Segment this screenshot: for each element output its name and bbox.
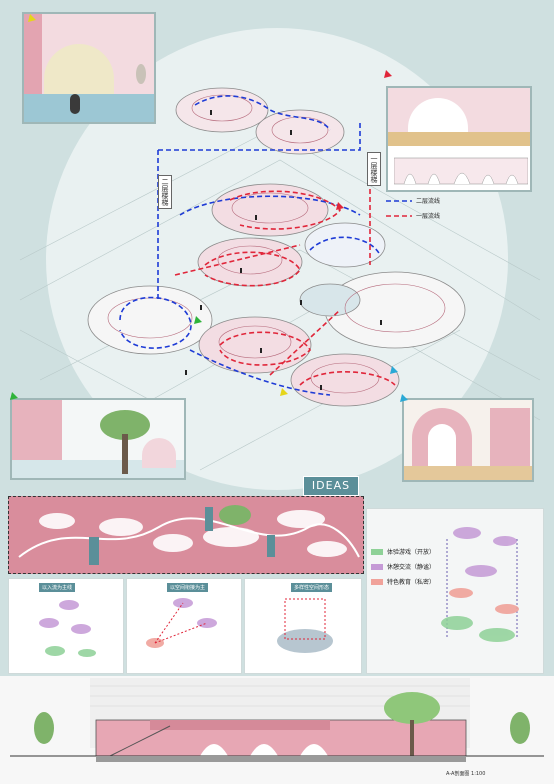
- legend-rest: 休憩交流（静谧）: [371, 562, 435, 571]
- axonometric-plan: [19, 87, 541, 471]
- route-legend: 二层流线 一层流线: [386, 196, 440, 226]
- diagram-2-title: 以空间衔接为主: [167, 583, 209, 592]
- function-legend: 体验游戏（开放） 休憩交流（静谧） 特色教育（私密）: [371, 547, 435, 592]
- legend-open-text: 体验游戏（开放）: [387, 549, 436, 556]
- render-top-right: [386, 86, 532, 192]
- section-drawing: A-A剖面图 1:100: [0, 676, 554, 784]
- diagram-3-title: 多样性空间形态: [291, 583, 333, 592]
- diagram-3: 多样性空间形态: [244, 578, 362, 674]
- legend-2f-text: 二层流线: [416, 198, 441, 205]
- green-pin-plan-icon: [194, 316, 202, 324]
- diagram-2: 以空间衔接为主: [126, 578, 242, 674]
- yellow-pin-plan-icon: [280, 388, 288, 396]
- yellow-pin-icon: [28, 14, 36, 22]
- render-top-left: [22, 12, 156, 124]
- stair-1f-label: 一层楼梯: [367, 152, 381, 186]
- legend-rest-text: 休憩交流（静谧）: [387, 564, 436, 571]
- concept-strip: [8, 496, 364, 574]
- function-axon: 体验游戏（开放） 休憩交流（静谧） 特色教育（私密）: [366, 508, 544, 674]
- legend-edu: 特色教育（私密）: [371, 577, 435, 586]
- red-pin-plan-icon: [336, 202, 344, 210]
- render-mid-left: [10, 398, 186, 480]
- diagram-1: 以入流为主线: [8, 578, 124, 674]
- location-pins: [10, 14, 408, 402]
- legend-1f: 一层流线: [386, 211, 440, 220]
- stair-2f-label: 二层楼梯: [158, 175, 172, 209]
- legend-open: 体验游戏（开放）: [371, 547, 435, 556]
- render-mid-right: [402, 398, 534, 482]
- red-pin-icon: [384, 70, 392, 78]
- cyan-pin-icon: [400, 394, 408, 402]
- cyan-pin-plan-icon: [390, 366, 398, 374]
- legend-1f-text: 一层流线: [416, 213, 441, 220]
- legend-edu-text: 特色教育（私密）: [387, 579, 436, 586]
- legend-2f: 二层流线: [386, 196, 440, 205]
- ideas-title: IDEAS: [303, 476, 359, 496]
- diagram-1-title: 以入流为主线: [39, 583, 76, 592]
- green-pin-icon: [10, 392, 18, 400]
- section-caption: A-A剖面图 1:100: [446, 771, 486, 777]
